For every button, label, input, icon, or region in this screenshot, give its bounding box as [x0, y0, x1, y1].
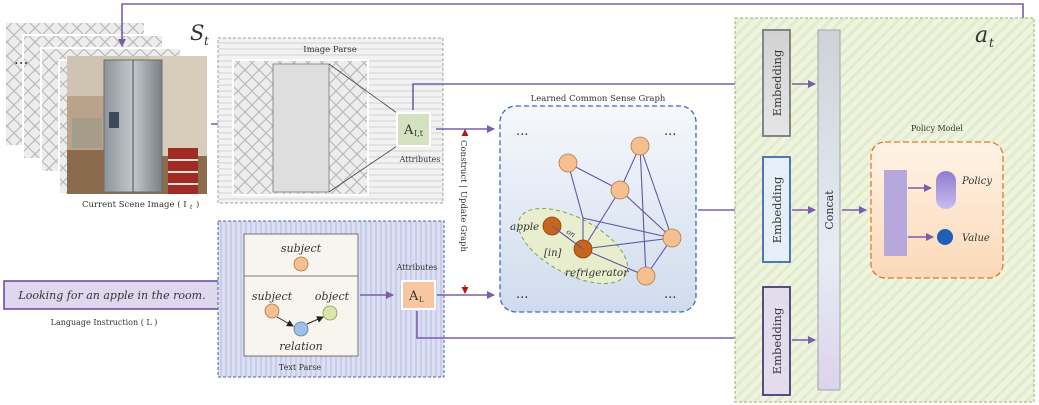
graph-node — [630, 136, 650, 156]
text-parse-subject-top: subject — [281, 242, 322, 255]
graph-node — [662, 228, 682, 248]
image-attribute-box — [396, 112, 431, 147]
stack-ellipsis: ... — [14, 50, 28, 68]
text-parse-relation: relation — [279, 340, 323, 353]
policy-label: Policy — [961, 176, 992, 187]
svg-text:Language Instruction ( L ): Language Instruction ( L ) — [51, 318, 158, 327]
policy-hidden-layer — [884, 170, 907, 256]
svg-text:A: A — [403, 123, 414, 138]
svg-text:Embedding: Embedding — [770, 49, 784, 116]
graph-ellipsis-bl: ... — [516, 287, 528, 302]
image-parse-panel: Image Parse A I,t Attributes — [217, 37, 444, 204]
svg-text:L: L — [419, 296, 424, 304]
current-scene-image — [67, 56, 207, 194]
embedding-graph: Embedding — [762, 156, 791, 263]
policy-model-title: Policy Model — [911, 124, 963, 133]
common-sense-graph: Learned Common Sense Graph ... ... ... .… — [499, 94, 697, 313]
construct-update-graph: Construct | Update Graph — [458, 129, 469, 294]
text-subject-node-2 — [264, 303, 280, 319]
image-parse-title: Image Parse — [303, 45, 357, 55]
svg-text:t: t — [190, 204, 193, 211]
action-sub: t — [989, 36, 994, 50]
text-relation-node — [293, 321, 309, 337]
svg-text:S: S — [190, 21, 204, 45]
text-parse-subject: subject — [252, 290, 293, 303]
value-label: Value — [962, 233, 990, 244]
in-label: [in] — [544, 248, 562, 259]
text-object-node — [322, 305, 338, 321]
svg-text:Concat: Concat — [823, 190, 836, 230]
svg-text:A: A — [408, 289, 419, 304]
svg-text:I,t: I,t — [414, 129, 424, 138]
concat-bar: Concat — [817, 29, 841, 391]
svg-text:Attributes: Attributes — [396, 263, 438, 272]
svg-text:Current Scene Image ( I: Current Scene Image ( I — [82, 199, 187, 210]
svg-text:): ) — [196, 199, 199, 210]
svg-text:Embedding: Embedding — [770, 307, 784, 374]
embedding-image: Embedding — [762, 29, 791, 137]
graph-node — [558, 153, 578, 173]
svg-text:t: t — [204, 34, 209, 48]
apple-label: apple — [510, 221, 539, 233]
text-parse-object: object — [315, 290, 350, 303]
state-label: S t — [190, 21, 209, 48]
current-scene-caption: Current Scene Image ( I t ) — [82, 199, 199, 211]
policy-node — [936, 171, 956, 209]
graph-ellipsis-tr: ... — [664, 124, 676, 139]
graph-node — [610, 180, 630, 200]
graph-node — [636, 266, 656, 286]
policy-model: Policy Model Policy Value — [870, 124, 1004, 279]
image-attributes-label: Attributes — [399, 155, 441, 164]
refrigerator-label: refrigerator — [565, 267, 629, 279]
text-attribute-box: Attributes A L — [396, 263, 438, 310]
svg-text:Looking for an apple in the ro: Looking for an apple in the room. — [17, 289, 205, 302]
embedding-text: Embedding — [762, 286, 791, 396]
graph-title: Learned Common Sense Graph — [531, 94, 666, 104]
action-label: a — [975, 23, 988, 48]
text-subject-node — [293, 256, 309, 272]
on-label: on — [565, 228, 577, 240]
arrow-image-attr-to-embedding — [412, 80, 761, 110]
text-parse-title: Text Parse — [279, 363, 321, 372]
svg-text:Embedding: Embedding — [770, 176, 784, 243]
arrow-text-attr-to-embedding — [416, 311, 761, 342]
language-instruction: Looking for an apple in the room. Langua… — [3, 280, 221, 327]
value-node — [937, 229, 953, 245]
svg-text:Construct | Update Graph: Construct | Update Graph — [458, 140, 468, 252]
graph-ellipsis-br: ... — [664, 287, 676, 302]
graph-ellipsis-tl: ... — [516, 124, 528, 139]
